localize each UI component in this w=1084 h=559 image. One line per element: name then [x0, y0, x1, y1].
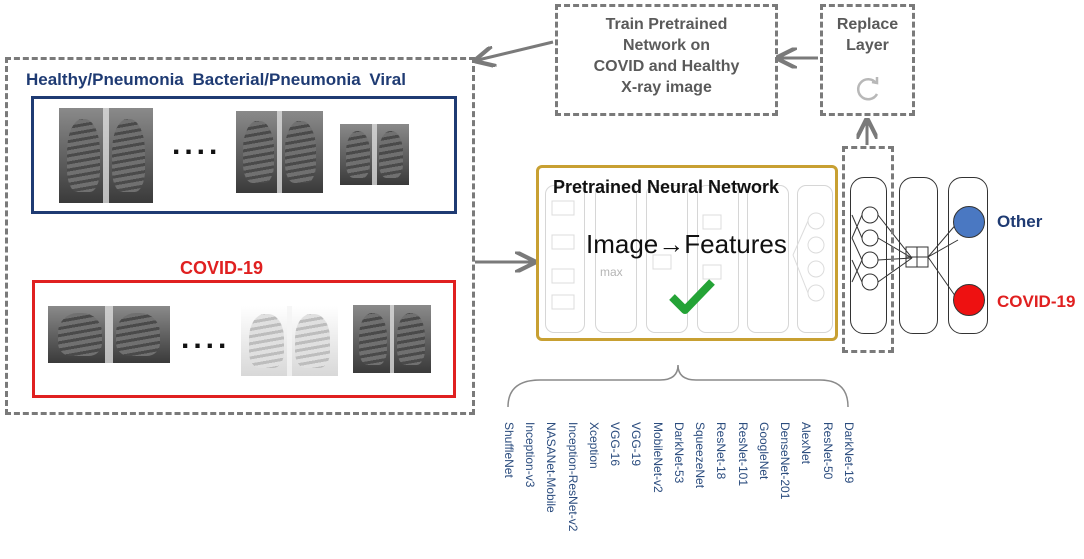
train-box-label: Train Pretrained Network on COVID and He… [593, 16, 740, 96]
network-title: Pretrained Neural Network [553, 177, 780, 197]
output-label-covid: COVID-19 [997, 292, 1076, 311]
model-label: VGG-16 [608, 422, 622, 467]
train-box [555, 4, 778, 116]
covid-xray-1 [48, 306, 170, 363]
net-column-3 [646, 185, 688, 333]
model-label: ResNet-50 [821, 422, 835, 480]
model-label: ShuffleNet [502, 422, 516, 478]
healthy-image-box [31, 96, 457, 214]
healthy-xray-1 [59, 108, 153, 203]
model-label: GoogleNet [757, 422, 771, 480]
model-label: AlexNet [799, 422, 813, 465]
output-node-other [953, 206, 985, 238]
net-column-1 [545, 185, 585, 333]
fc-network [851, 206, 959, 301]
model-label: DarkNet-19 [842, 422, 856, 484]
model-label: NASANet-Mobile [544, 422, 558, 513]
replace-layer-box [820, 4, 915, 116]
covid-image-box [32, 280, 456, 398]
ellipsis-top: .... [172, 128, 222, 161]
model-label: DarkNet-53 [672, 422, 686, 484]
model-label: MobileNet-v2 [651, 422, 665, 493]
net-column-2 [595, 185, 637, 333]
net-column-6 [797, 185, 833, 333]
arrow-train-to-panel [478, 40, 554, 60]
output-label-other: Other [997, 212, 1043, 231]
fc-layer-2 [899, 177, 938, 334]
model-label: Inception-v3 [523, 422, 537, 488]
covid-xray-3 [353, 305, 431, 373]
net-column-5 [747, 185, 789, 333]
fc-layer-1 [850, 177, 887, 334]
covid-xray-2 [241, 306, 338, 376]
model-label: Inception-ResNet-v2 [566, 422, 580, 532]
replaceable-layer-box [842, 146, 894, 353]
healthy-title: Healthy/Pneumonia Bacterial/Pneumonia Vi… [26, 70, 406, 89]
image-features-caption: Image→Features [586, 229, 787, 259]
model-label: ResNet-18 [714, 422, 728, 480]
model-brace [507, 364, 849, 408]
refresh-icon [856, 77, 879, 101]
net-column-4 [697, 185, 739, 333]
replace-layer-label: Replace Layer [836, 16, 899, 54]
healthy-xray-3 [340, 124, 409, 185]
dataset-panel [5, 57, 475, 415]
model-label: ResNet-101 [736, 422, 750, 487]
healthy-xray-2 [236, 111, 323, 193]
ellipsis-bottom: .... [181, 322, 231, 355]
max-label: max [600, 265, 623, 279]
checkmark-icon [669, 279, 715, 314]
model-label: SqueezeNet [693, 422, 707, 489]
output-layer [948, 177, 988, 334]
output-node-covid [953, 284, 985, 316]
model-label: DenseNet-201 [778, 422, 792, 500]
feature-map-grid [551, 200, 825, 310]
model-label: VGG-19 [629, 422, 643, 467]
covid-title: COVID-19 [180, 258, 264, 278]
model-label: Xception [587, 422, 601, 469]
